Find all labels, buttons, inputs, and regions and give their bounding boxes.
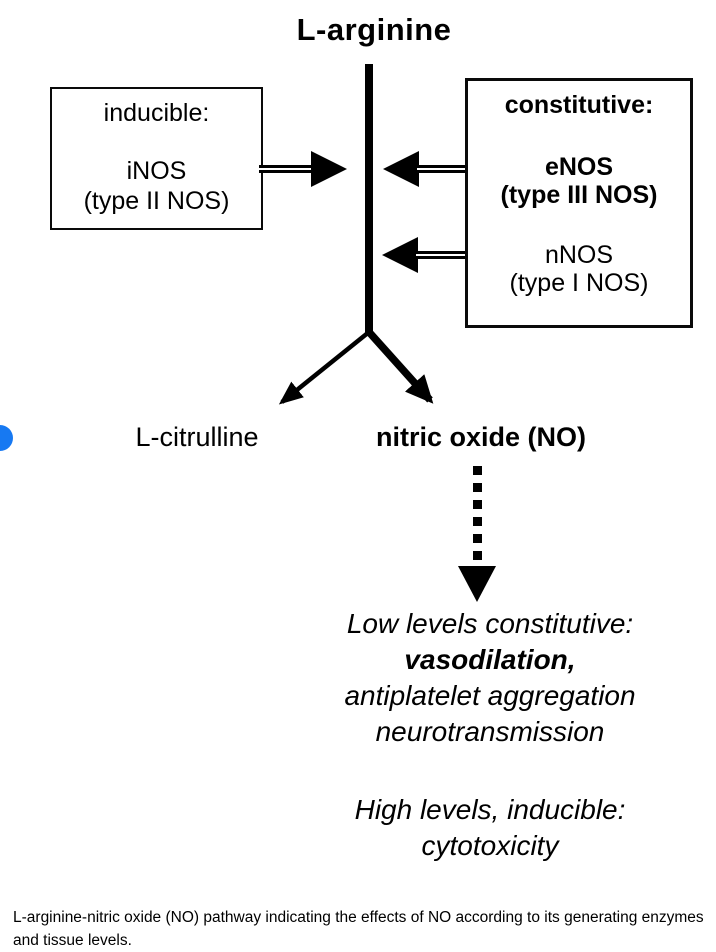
substrate-label: L-arginine xyxy=(296,12,452,47)
inos-arrowhead-icon xyxy=(311,151,347,187)
nitric-oxide-label: nitric oxide (NO) xyxy=(375,422,587,452)
inos-arrow-shaft xyxy=(259,165,313,173)
enos-type-label: (type III NOS) xyxy=(500,181,658,209)
inducible-heading: inducible: xyxy=(103,99,210,127)
enos-label: eNOS xyxy=(544,153,614,181)
constitutive-enzyme-box: constitutive: eNOS (type III NOS) nNOS (… xyxy=(465,78,693,328)
effects-dashed-arrow-shaft xyxy=(473,466,482,566)
low-levels-block: Low levels constitutive: vasodilation, a… xyxy=(344,606,635,750)
neurotransmission-label: neurotransmission xyxy=(375,716,605,747)
high-levels-block: High levels, inducible: cytotoxicity xyxy=(355,792,626,864)
inos-type-label: (type II NOS) xyxy=(83,187,230,215)
low-levels-heading: Low levels constitutive: xyxy=(346,608,634,639)
high-levels-heading: High levels, inducible: xyxy=(354,794,626,825)
enos-arrow-shaft xyxy=(417,165,465,173)
cytotoxicity-label: cytotoxicity xyxy=(421,830,559,861)
inducible-enzyme-box: inducible: iNOS (type II NOS) xyxy=(50,87,263,230)
no-branch-arrow xyxy=(366,330,434,404)
citrulline-branch-arrow xyxy=(278,330,371,405)
citrulline-label: L-citrulline xyxy=(135,422,259,452)
vasodilation-label: vasodilation, xyxy=(404,644,576,675)
edge-marker-dot xyxy=(0,425,13,451)
pathway-stem-line xyxy=(365,64,373,334)
nnos-arrowhead-icon xyxy=(382,237,418,273)
branch-arrows xyxy=(278,330,434,405)
antiplatelet-label: antiplatelet aggregation xyxy=(344,680,636,711)
nnos-type-label: (type I NOS) xyxy=(509,269,649,297)
nnos-label: nNOS xyxy=(544,241,614,269)
enos-arrowhead-icon xyxy=(383,151,419,187)
inos-label: iNOS xyxy=(126,157,187,185)
constitutive-heading: constitutive: xyxy=(504,91,654,119)
nnos-arrow-shaft xyxy=(416,251,465,259)
figure-caption: L-arginine-nitric oxide (NO) pathway ind… xyxy=(13,909,704,949)
effects-arrowhead-icon xyxy=(458,566,496,602)
